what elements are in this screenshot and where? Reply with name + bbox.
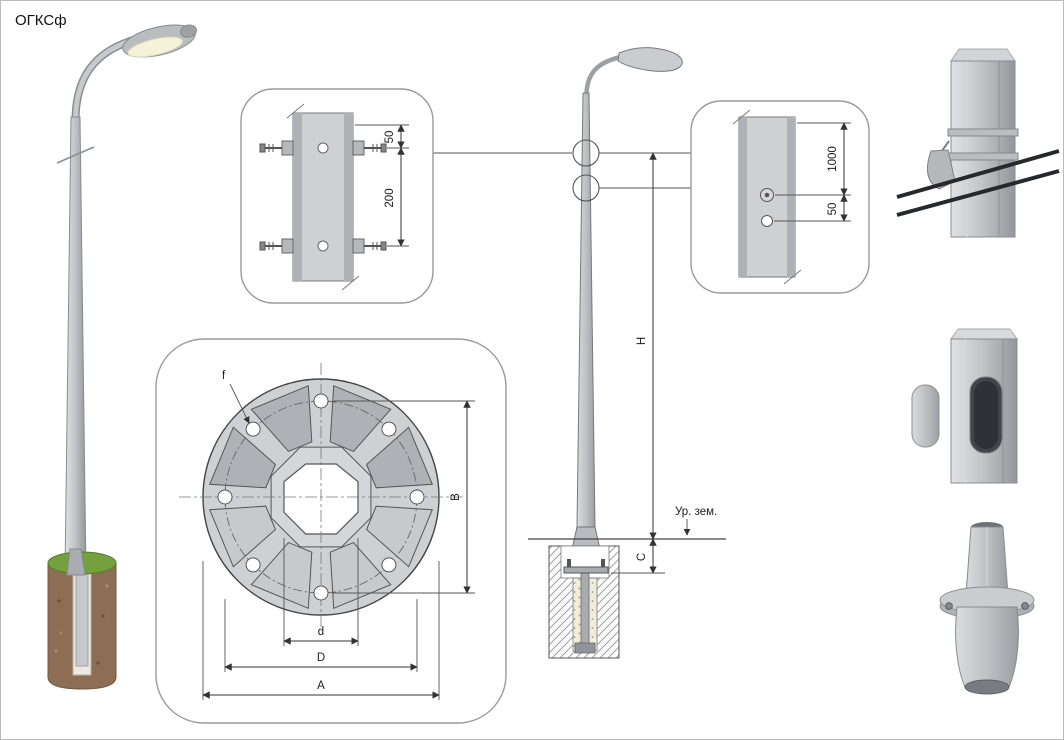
clamp-band-lower <box>947 152 1019 161</box>
pole-section <box>292 112 354 282</box>
top-bracket-callout: 50 200 <box>240 88 572 304</box>
clamp-band-upper <box>947 128 1019 137</box>
pole-column <box>950 60 1016 238</box>
dim-d-label: d <box>318 626 324 638</box>
pole-facet-left <box>739 117 747 277</box>
embedded-pipe <box>580 572 590 646</box>
entry-hole <box>761 215 773 227</box>
pole-shaft-elevation <box>576 92 596 528</box>
dim-C-label: C <box>636 553 648 561</box>
bracket-arm <box>72 36 138 124</box>
drawing-title: ОГКСф <box>15 12 67 29</box>
dim-50b-label: 50 <box>827 203 839 216</box>
hole-dia-label: f <box>222 370 226 382</box>
pole-elevation: Ур. зем. H C <box>528 47 726 659</box>
pole-top-face <box>950 48 1016 62</box>
break-mark <box>341 275 360 291</box>
pole-top-face <box>950 328 1018 340</box>
dim-1000-label: 1000 <box>827 146 839 172</box>
pole-base-3d <box>66 548 86 576</box>
bolt-row-lower <box>259 238 387 254</box>
luminaire <box>122 24 197 58</box>
break-mark <box>286 103 305 119</box>
anchor-block <box>574 642 596 654</box>
anchor-stud <box>567 559 571 567</box>
bracket-arm-elevation <box>584 54 622 98</box>
pole-facet-right <box>787 117 795 277</box>
luminaire-diffuser <box>127 36 184 58</box>
base-flange-plate <box>563 566 609 574</box>
skirt-bottom <box>964 679 1010 695</box>
pole-facet-right <box>344 113 353 281</box>
break-mark <box>56 146 95 164</box>
dim-H-label: H <box>636 337 648 345</box>
break-mark <box>732 109 751 125</box>
cable-entry-callout: 1000 50 <box>690 100 870 294</box>
dim-200-label: 200 <box>384 188 396 207</box>
pole-3d-render <box>47 24 197 690</box>
base-flange-render <box>939 522 1035 695</box>
grounding-bolt-center <box>764 192 770 198</box>
luminaire-cap <box>180 24 197 38</box>
dim-50-label: 50 <box>384 131 396 144</box>
luminaire-elevation <box>617 47 683 72</box>
dim-B-label: B <box>450 493 462 501</box>
embedded-pipe-3d <box>75 565 89 667</box>
door-cover <box>911 384 940 448</box>
flange-gussets <box>208 384 434 610</box>
cable-lower <box>896 169 1060 217</box>
pole-facet-left <box>293 113 302 281</box>
dim-D-label: D <box>317 652 325 664</box>
cable-clamp-render <box>896 48 1060 238</box>
hole-leader <box>229 383 250 424</box>
flange-bolt-holes <box>217 393 425 601</box>
break-mark <box>783 269 802 285</box>
anchor-stud <box>601 559 605 567</box>
flange-plan-callout: f B d D A <box>155 338 507 724</box>
access-door-render <box>911 328 1018 484</box>
pole-shaft-3d <box>64 116 87 574</box>
dim-A-label: A <box>317 680 325 692</box>
bolt-row-upper <box>259 140 387 156</box>
ground-level-label: Ур. зем. <box>675 506 717 518</box>
cable-upper <box>896 149 1060 199</box>
door-opening-inner <box>974 381 998 449</box>
skirt <box>955 606 1019 693</box>
